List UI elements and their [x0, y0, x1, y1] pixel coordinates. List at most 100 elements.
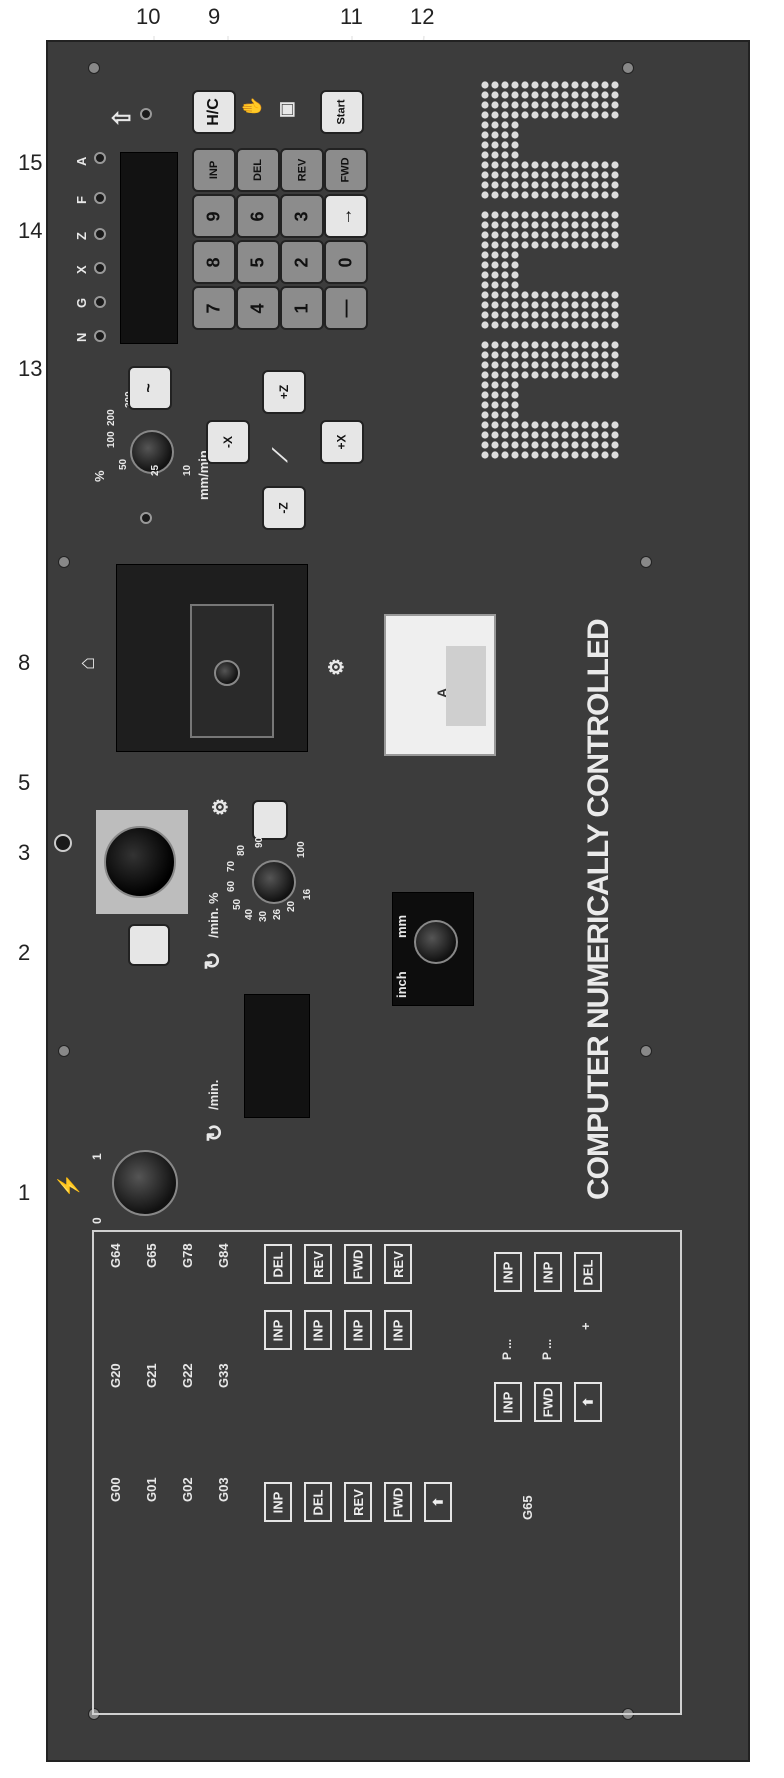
gcode-g84: G84: [216, 1243, 231, 1268]
spindle-scale-70: 70: [226, 860, 237, 872]
legend-key-home: ⬆: [424, 1482, 452, 1522]
home-arrow-icon: ⇧: [109, 107, 136, 128]
emergency-stop-button[interactable]: [104, 826, 176, 898]
hc-key[interactable]: H/C: [192, 90, 236, 134]
program-cassette-icon: ⌂: [74, 656, 99, 670]
axis-led-f: [94, 192, 106, 204]
feed-percent-label: %: [92, 470, 107, 482]
hand-icon: ✋: [242, 95, 262, 118]
axis-led-g: [94, 296, 106, 308]
minus-x-key[interactable]: -X: [206, 420, 250, 464]
gcode-g20: G20: [108, 1363, 123, 1388]
spindle-on-button[interactable]: [128, 924, 170, 966]
feed-scale-50: 50: [118, 458, 129, 470]
key-0[interactable]: 0: [324, 240, 368, 284]
axis-letter-a: A: [74, 156, 89, 166]
legend-key-fwd: FWD: [344, 1244, 372, 1284]
key-8[interactable]: 8: [192, 240, 236, 284]
feed-override-knob[interactable]: [130, 430, 174, 474]
gcode-g22: G22: [180, 1363, 195, 1388]
key-7[interactable]: 7: [192, 286, 236, 330]
rotation-icon: ↻: [200, 951, 225, 970]
main-key-switch[interactable]: [112, 1150, 178, 1216]
key-minus[interactable]: —: [324, 286, 368, 330]
spindle-scale-16: 16: [302, 888, 313, 900]
legend-key-del: DEL: [304, 1482, 332, 1522]
key-1[interactable]: 1: [280, 286, 324, 330]
plus-x-key[interactable]: +X: [320, 420, 364, 464]
key-9[interactable]: 9: [192, 194, 236, 238]
feed-scale-10: 10: [182, 464, 193, 476]
spindle-scale-20: 20: [286, 900, 297, 912]
legend-key-rev: REV: [384, 1244, 412, 1284]
emergency-stop-indicator: [54, 834, 72, 852]
callout-10: 10: [136, 4, 161, 29]
key-fwd[interactable]: FWD: [324, 148, 368, 192]
inch-mm-knob[interactable]: [414, 920, 458, 964]
program-icon: ▣: [276, 100, 296, 118]
legend-key-inp: INP: [264, 1310, 292, 1350]
start-key[interactable]: Start: [320, 90, 364, 134]
callout-14: 14: [18, 218, 43, 243]
feed-scale-100: 100: [106, 431, 117, 448]
rpm-unit-label: /min.: [206, 1079, 221, 1110]
callout-12: 12: [410, 4, 435, 29]
legend-p-label: P ...: [540, 1338, 554, 1360]
key-2[interactable]: 2: [280, 240, 324, 284]
gcode-g00: G00: [108, 1477, 123, 1502]
plus-z-key[interactable]: +Z: [262, 370, 306, 414]
spindle-scale-50: 50: [232, 898, 243, 910]
panel-subtitle: COMPUTER NUMERICALLY CONTROLLED: [582, 619, 615, 1200]
gcode-g21: G21: [144, 1363, 159, 1388]
axes-icon: ⟋: [270, 448, 292, 462]
screw: [88, 62, 100, 74]
legend-key-del: DEL: [264, 1244, 292, 1284]
key-del[interactable]: DEL: [236, 148, 280, 192]
legend-p-inp: INP: [494, 1252, 522, 1292]
key-arrow[interactable]: →: [324, 194, 368, 238]
key-6[interactable]: 6: [236, 194, 280, 238]
power-warning-icon: ⚡: [58, 1173, 80, 1198]
key-4[interactable]: 4: [236, 286, 280, 330]
legend-p-label: P ...: [500, 1338, 514, 1360]
key-inp[interactable]: INP: [192, 148, 236, 192]
axis-led-z: [94, 228, 106, 240]
legend-p-fwd: FWD: [534, 1382, 562, 1422]
key-5[interactable]: 5: [236, 240, 280, 284]
screw: [622, 62, 634, 74]
legend-p-inp: INP: [534, 1252, 562, 1292]
callout-13: 13: [18, 356, 43, 381]
spindle-scale-90: 90: [254, 836, 265, 848]
legend-key-inp: INP: [384, 1310, 412, 1350]
minus-z-key[interactable]: -Z: [262, 486, 306, 530]
spindle-scale-40: 40: [244, 908, 255, 920]
rpm-display: [244, 994, 310, 1118]
axis-led-x: [94, 262, 106, 274]
feed-scale-25: 25: [150, 464, 161, 476]
cassette-eject-button[interactable]: [214, 660, 240, 686]
axis-letter-n: N: [74, 332, 89, 342]
key-3[interactable]: 3: [280, 194, 324, 238]
key-rev[interactable]: REV: [280, 148, 324, 192]
axis-led-a: [94, 152, 106, 164]
gcode-g01: G01: [144, 1477, 159, 1502]
screw: [640, 556, 652, 568]
rapid-key[interactable]: ~: [128, 366, 172, 410]
spindle-scale-100: 100: [296, 841, 307, 858]
spindle-scale-80: 80: [236, 844, 247, 856]
callout-3: 3: [18, 840, 31, 865]
reference-led: [140, 108, 152, 120]
ammeter: A: [384, 614, 496, 756]
gcode-g02: G02: [180, 1477, 195, 1502]
spindle-scale-30: 30: [258, 910, 269, 922]
callout-5: 5: [18, 770, 31, 795]
axis-led-n: [94, 330, 106, 342]
spindle-key[interactable]: [252, 800, 288, 840]
spindle-override-knob[interactable]: [252, 860, 296, 904]
callout-15: 15: [18, 150, 43, 175]
legend-key-rev: REV: [304, 1244, 332, 1284]
gcode-g78: G78: [180, 1243, 195, 1268]
screw: [58, 556, 70, 568]
inch-label: inch: [394, 971, 409, 998]
